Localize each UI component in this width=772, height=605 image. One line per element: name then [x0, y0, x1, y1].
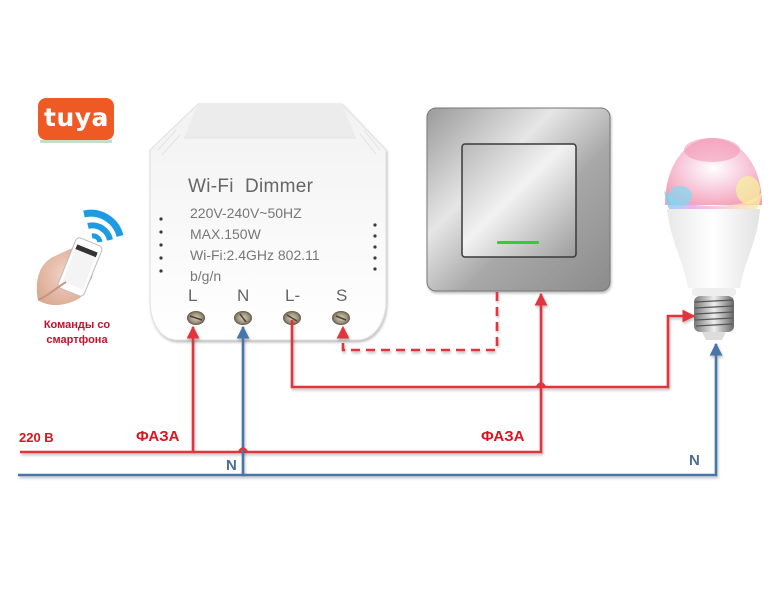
- tuya-logo-underline: [40, 140, 112, 143]
- neutral-label-right: N: [689, 452, 700, 469]
- neutral-wires: [18, 325, 723, 477]
- neutral-label-left: N: [226, 457, 237, 474]
- dimmer-title: Wi-Fi Dimmer: [188, 176, 314, 197]
- load-to-bulb-wire: [290, 309, 696, 389]
- caption-line-2: смартфона: [46, 334, 108, 346]
- phone-in-hand-icon: [36, 237, 103, 306]
- dimmer-spec-voltage: 220V-240V~50HZ: [190, 205, 302, 221]
- tuya-logo: tuya )): [38, 98, 114, 140]
- phase-label-right: ФАЗА: [481, 428, 525, 445]
- switch-signal-wire: [336, 292, 499, 352]
- tuya-wifi-icon: )): [98, 114, 108, 127]
- phase-wires: [20, 292, 696, 454]
- wifi-icon: [83, 209, 124, 243]
- vent-holes-left: [159, 217, 163, 273]
- bulb-e27-base: [694, 296, 734, 340]
- terminal-label-l: L: [188, 286, 198, 305]
- rgb-smart-bulb: [664, 138, 762, 340]
- dimmer-spec-wifi-modes: b/g/n: [190, 268, 222, 284]
- terminal-label-s: S: [336, 286, 348, 305]
- supply-voltage-label: 220 В: [19, 430, 54, 445]
- caption-line-1: Команды со: [43, 319, 111, 331]
- smartphone-illustration: [36, 209, 124, 306]
- tuya-logo-text: tuya: [44, 103, 109, 132]
- terminal-label-l-minus: L-: [285, 286, 301, 305]
- vent-holes-right: [373, 223, 377, 271]
- neutral-to-bulb-wire: [243, 342, 723, 477]
- wifi-dimmer-module: [149, 103, 387, 341]
- terminal-label-n: N: [237, 286, 250, 305]
- smartphone-caption: Команды со смартфона: [22, 318, 132, 348]
- phase-label-left: ФАЗА: [136, 428, 180, 445]
- phase-to-switch-wire: [193, 292, 548, 454]
- dimmer-spec-wifi: Wi-Fi:2.4GHz 802.11: [190, 247, 320, 263]
- terminal-screws: [187, 311, 350, 325]
- wall-switch: [426, 107, 611, 292]
- dimmer-spec-power: MAX.150W: [190, 226, 261, 242]
- switch-led-indicator: [497, 241, 539, 244]
